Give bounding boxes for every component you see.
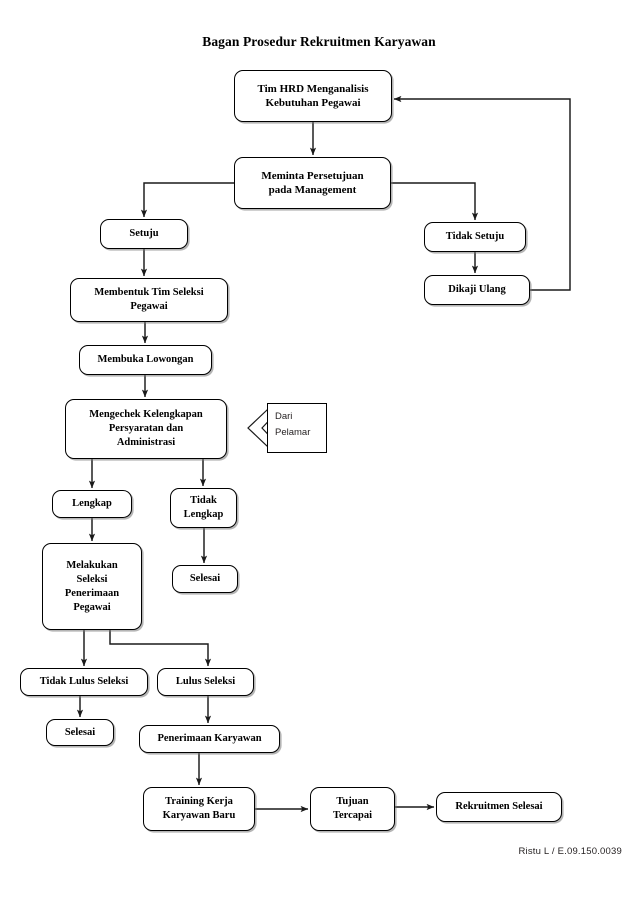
edge-meminta-to-tidaksetuju [391, 182, 479, 221]
node-melakukan-seleksi-penerimaan[interactable]: Melakukan Seleksi Penerimaan Pegawai [42, 543, 142, 630]
node-dikaji-ulang[interactable]: Dikaji Ulang [424, 275, 530, 305]
node-lengkap[interactable]: Lengkap [52, 490, 132, 518]
node-penerimaan-karyawan[interactable]: Penerimaan Karyawan [139, 725, 280, 753]
node-selesai-tidak-lengkap[interactable]: Selesai [172, 565, 238, 593]
node-membentuk-tim-seleksi[interactable]: Membentuk Tim Seleksi Pegawai [70, 278, 228, 322]
edge-dikaji-feedback-to-hrd [393, 95, 571, 291]
node-training-kerja-karyawan-baru[interactable]: Training Kerja Karyawan Baru [143, 787, 255, 831]
node-tujuan-tercapai[interactable]: Tujuan Tercapai [310, 787, 395, 831]
node-tidak-lengkap[interactable]: Tidak Lengkap [170, 488, 237, 528]
page-title: Bagan Prosedur Rekruitmen Karyawan [202, 34, 436, 49]
node-rekruitmen-selesai[interactable]: Rekruitmen Selesai [436, 792, 562, 822]
edge-meminta-to-setuju [140, 182, 234, 218]
edge-melakukan-to-lulus [109, 630, 212, 667]
node-meminta-persetujuan[interactable]: Meminta Persetujuan pada Management [234, 157, 391, 209]
node-membuka-lowongan[interactable]: Membuka Lowongan [79, 345, 212, 375]
node-tim-hrd-menganalisis[interactable]: Tim HRD Menganalisis Kebutuhan Pegawai [234, 70, 392, 122]
node-lulus-seleksi[interactable]: Lulus Seleksi [157, 668, 254, 696]
node-mengechek-kelengkapan[interactable]: Mengechek Kelengkapan Persyaratan dan Ad… [65, 399, 227, 459]
node-selesai-tidak-lulus[interactable]: Selesai [46, 719, 114, 746]
node-tidak-setuju[interactable]: Tidak Setuju [424, 222, 526, 252]
node-setuju[interactable]: Setuju [100, 219, 188, 249]
author-footer: Ristu L / E.09.150.0039 [518, 846, 622, 857]
node-tidak-lulus-seleksi[interactable]: Tidak Lulus Seleksi [20, 668, 148, 696]
node-dari-pelamar[interactable]: Dari Pelamar [267, 403, 327, 453]
